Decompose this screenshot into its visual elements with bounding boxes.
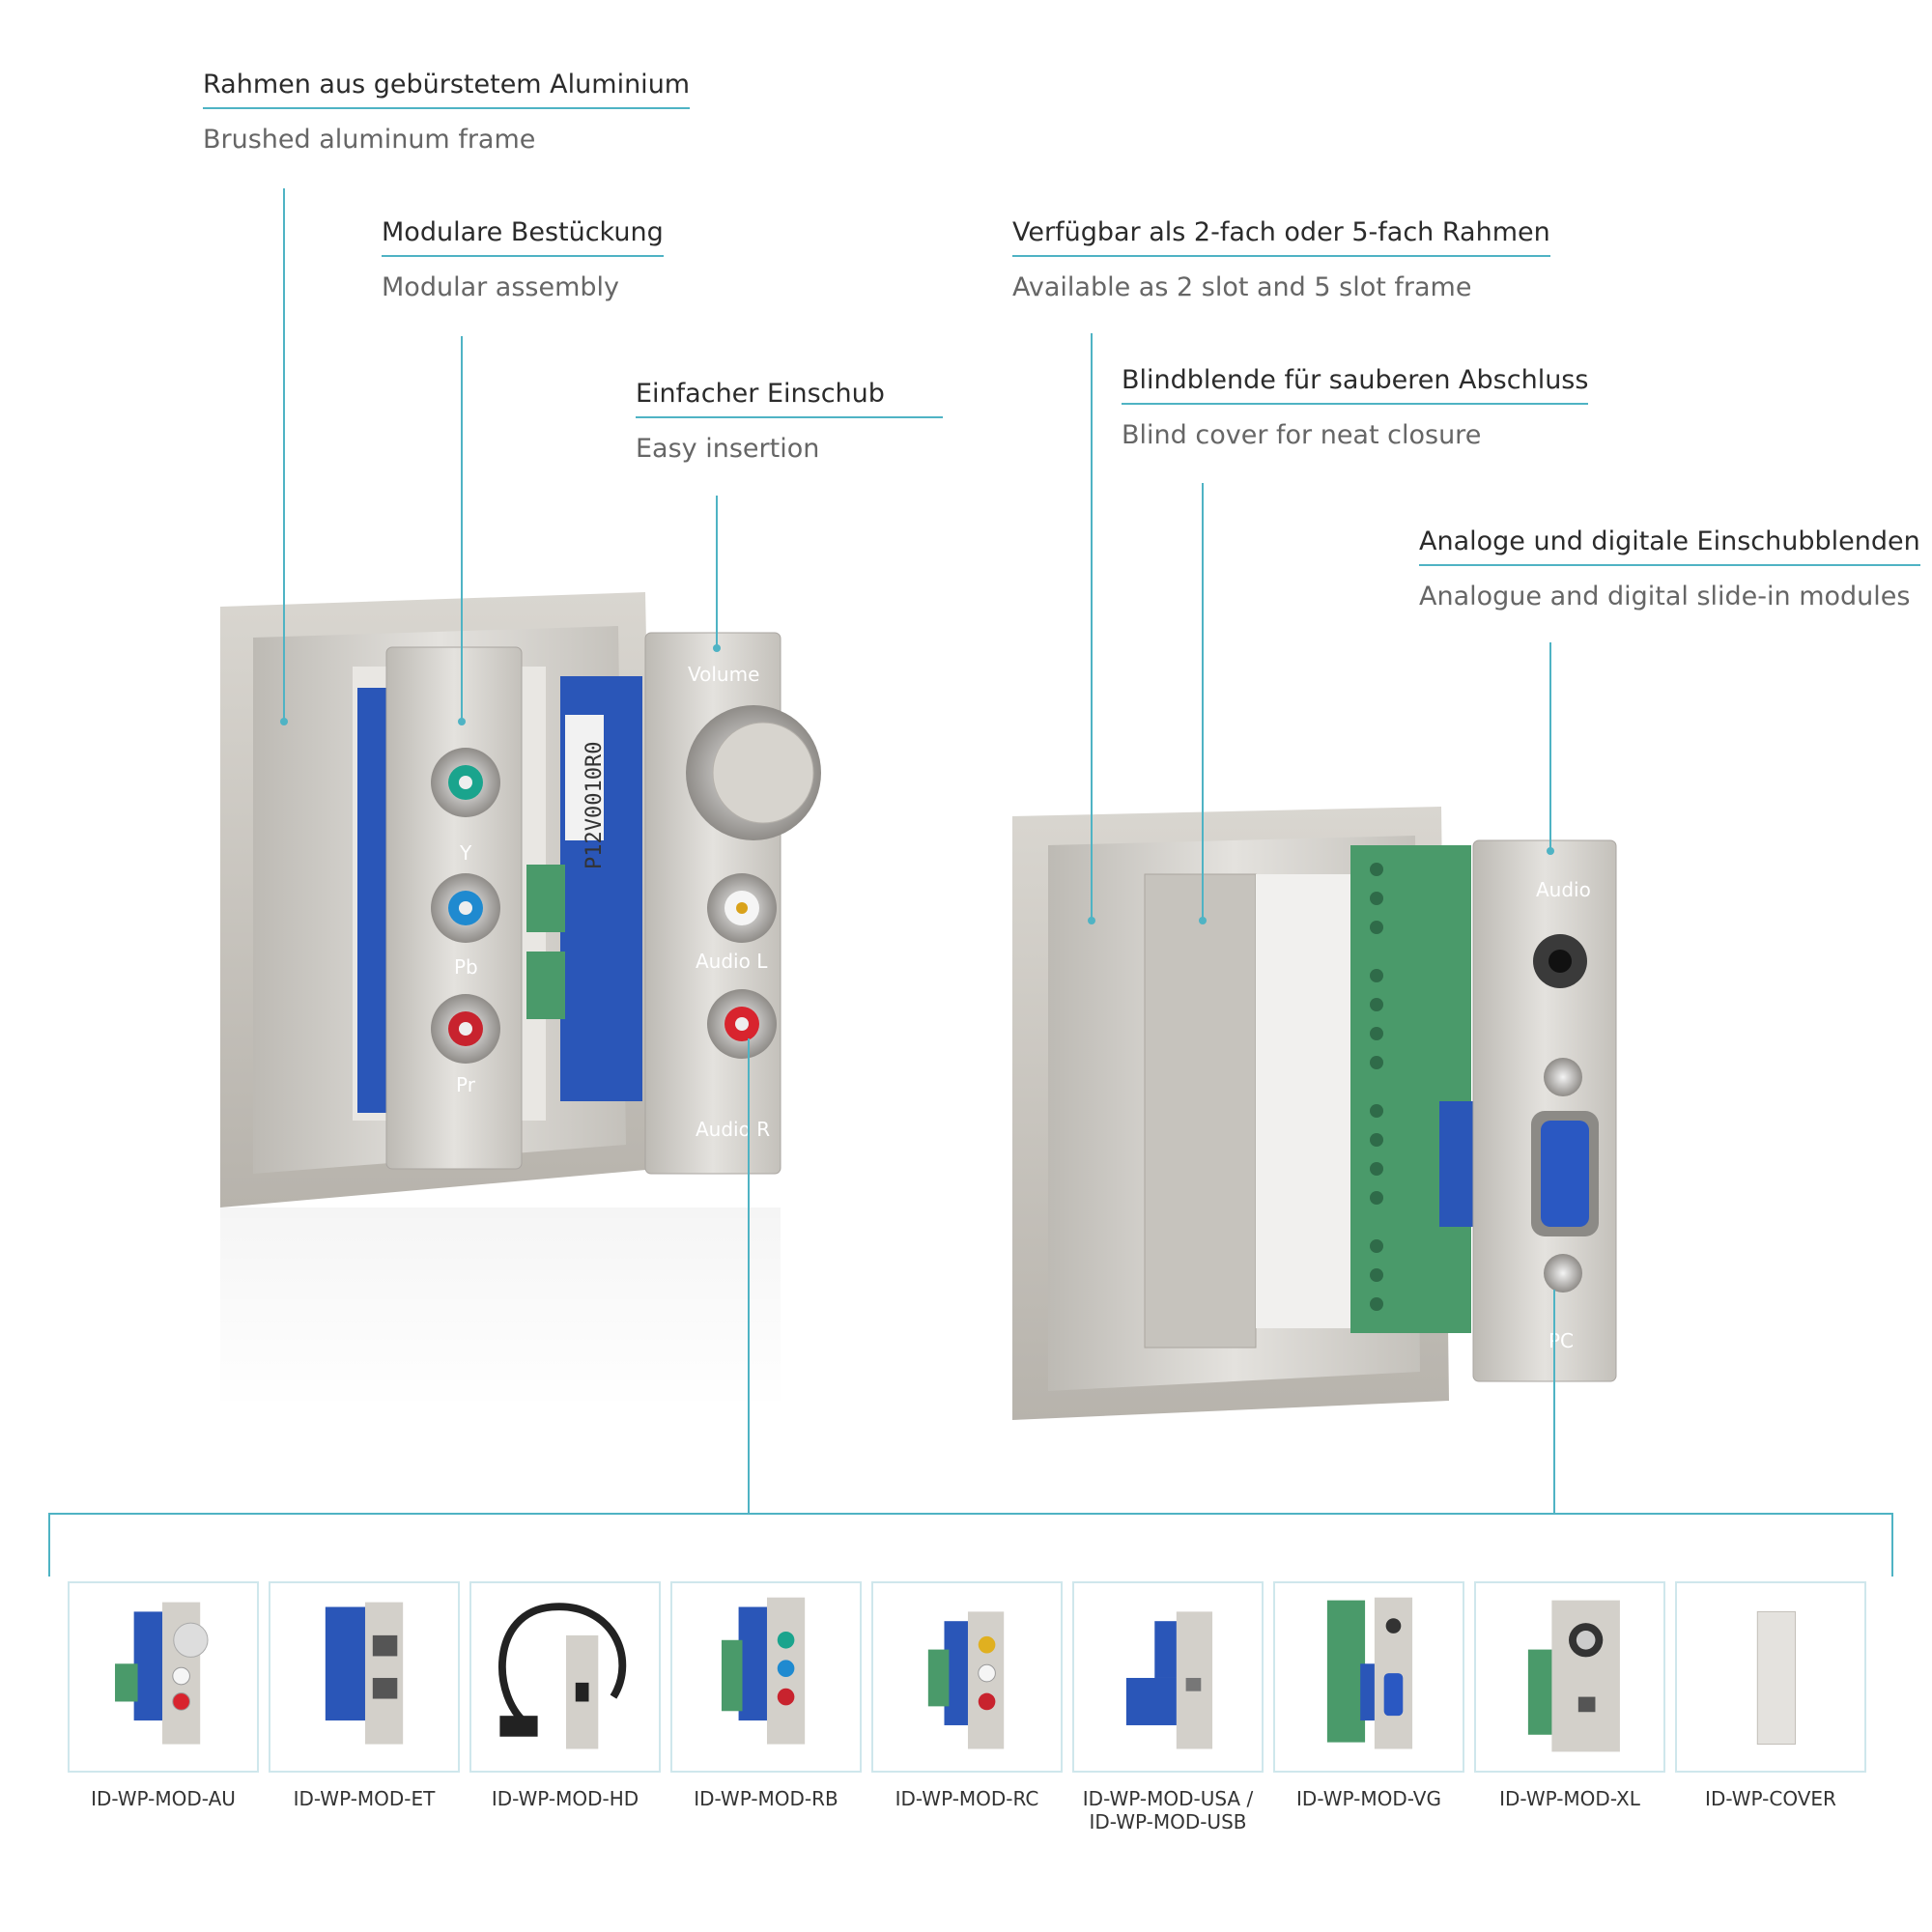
product-thumb-cover[interactable] — [1675, 1581, 1866, 1773]
leader-dot — [280, 718, 288, 725]
module-hd-image — [498, 1603, 627, 1749]
leader-dot — [1547, 847, 1554, 855]
module-et-image — [325, 1602, 404, 1745]
product-label-cover: ID-WP-COVER — [1705, 1787, 1836, 1810]
product-thumb-usb[interactable] — [1072, 1581, 1264, 1773]
product-label-hd: ID-WP-MOD-HD — [491, 1787, 639, 1810]
leader-dot — [1199, 917, 1207, 924]
callout-title: Einfacher Einschub — [636, 379, 943, 418]
cover-image — [1756, 1610, 1796, 1746]
module-vg-image — [1326, 1597, 1413, 1749]
bracket-stem-right — [1553, 1290, 1555, 1515]
module-label-volume: Volume — [688, 663, 759, 686]
callout-title: Rahmen aus gebürstetem Aluminium — [203, 70, 691, 109]
bracket-horizontal — [48, 1513, 1893, 1515]
product-label-et: ID-WP-MOD-ET — [293, 1787, 436, 1810]
leader-frame — [283, 188, 285, 720]
module-label-audio: Audio — [1536, 878, 1591, 901]
bracket-stem-left — [748, 1038, 750, 1515]
product-label-xl: ID-WP-MOD-XL — [1499, 1787, 1640, 1810]
bracket-end-left — [48, 1513, 50, 1577]
product-thumb-xl[interactable] — [1474, 1581, 1665, 1773]
callout-subtitle: Blind cover for neat closure — [1122, 420, 1482, 450]
callout-subtitle: Modular assembly — [382, 272, 620, 302]
leader-blind — [1202, 483, 1204, 920]
leader-dot — [1088, 917, 1095, 924]
jack-label-audio-l: Audio L — [696, 950, 768, 973]
left-wallplate: P12V0010R0 Y Pb Pr Volume Audio L Audio … — [220, 592, 821, 1410]
module-xl-image — [1527, 1600, 1620, 1752]
callout-title: Analoge und digitale Einschubblenden — [1419, 526, 1920, 566]
product-thumb-et[interactable] — [269, 1581, 460, 1773]
callout-modular: Modulare Bestückung Modular assembly — [382, 217, 664, 302]
product-label-au: ID-WP-MOD-AU — [91, 1787, 236, 1810]
product-label-usa: ID-WP-MOD-USA / ID-WP-MOD-USB — [1066, 1787, 1269, 1833]
leader-dot — [458, 718, 466, 725]
jack-label-y: Y — [459, 841, 472, 865]
leader-modules — [1549, 642, 1551, 850]
product-thumb-vg[interactable] — [1273, 1581, 1464, 1773]
product-thumb-au[interactable] — [68, 1581, 259, 1773]
jack-label-audio-r: Audio R — [696, 1118, 770, 1141]
callout-subtitle: Brushed aluminum frame — [203, 125, 536, 155]
leader-modular — [461, 336, 463, 720]
module-label-pc: PC — [1548, 1329, 1574, 1352]
right-wallplate: Audio PC — [1012, 807, 1617, 1497]
callout-available: Verfügbar als 2-fach oder 5-fach Rahmen … — [1012, 217, 1550, 302]
product-label-vg: ID-WP-MOD-VG — [1296, 1787, 1441, 1810]
module-usb-image — [1125, 1611, 1213, 1749]
callout-title: Modulare Bestückung — [382, 217, 664, 257]
jack-label-pr: Pr — [456, 1073, 476, 1096]
callout-insertion: Einfacher Einschub Easy insertion — [636, 379, 943, 464]
module-rc-image — [927, 1611, 1005, 1749]
callout-subtitle: Easy insertion — [636, 434, 820, 464]
leader-dot — [713, 644, 721, 652]
leader-insertion — [716, 496, 718, 647]
callout-subtitle: Analogue and digital slide-in modules — [1419, 582, 1911, 611]
callout-title: Blindblende für sauberen Abschluss — [1122, 365, 1589, 405]
barcode-text: P12V0010R0 — [582, 742, 607, 869]
product-label-rc: ID-WP-MOD-RC — [895, 1787, 1039, 1810]
module-rb-image — [721, 1597, 806, 1745]
product-label-usa-line1: ID-WP-MOD-USA / — [1082, 1787, 1254, 1810]
product-thumb-rb[interactable] — [670, 1581, 862, 1773]
callout-subtitle: Available as 2 slot and 5 slot frame — [1012, 272, 1472, 302]
product-thumb-rc[interactable] — [871, 1581, 1063, 1773]
product-thumb-hd[interactable] — [469, 1581, 661, 1773]
module-au-image — [115, 1602, 209, 1745]
callout-modules: Analoge und digitale Einschubblenden Ana… — [1419, 526, 1920, 611]
bracket-end-right — [1891, 1513, 1893, 1577]
product-label-rb: ID-WP-MOD-RB — [694, 1787, 838, 1810]
jack-label-pb: Pb — [454, 955, 478, 979]
callout-title: Verfügbar als 2-fach oder 5-fach Rahmen — [1012, 217, 1550, 257]
callout-frame: Rahmen aus gebürstetem Aluminium Brushed… — [203, 70, 691, 155]
callout-blind: Blindblende für sauberen Abschluss Blind… — [1122, 365, 1589, 450]
product-photo: P12V0010R0 Y Pb Pr Volume Audio L Audio … — [220, 592, 1617, 1497]
product-label-usb-line2: ID-WP-MOD-USB — [1089, 1810, 1247, 1833]
leader-available — [1091, 333, 1093, 920]
